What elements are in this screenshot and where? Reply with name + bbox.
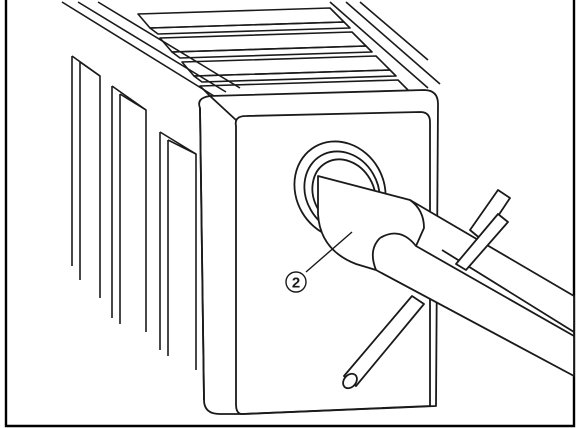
radiator-top-fins: [61, 1, 441, 99]
frame-border: [4, 0, 576, 428]
cross-pipe-front: [455, 213, 509, 271]
callout-2: 2: [285, 231, 353, 293]
cross-pipe: [342, 189, 511, 390]
callout-number: 2: [292, 275, 300, 292]
radiator-panel-columns: [71, 55, 197, 370]
